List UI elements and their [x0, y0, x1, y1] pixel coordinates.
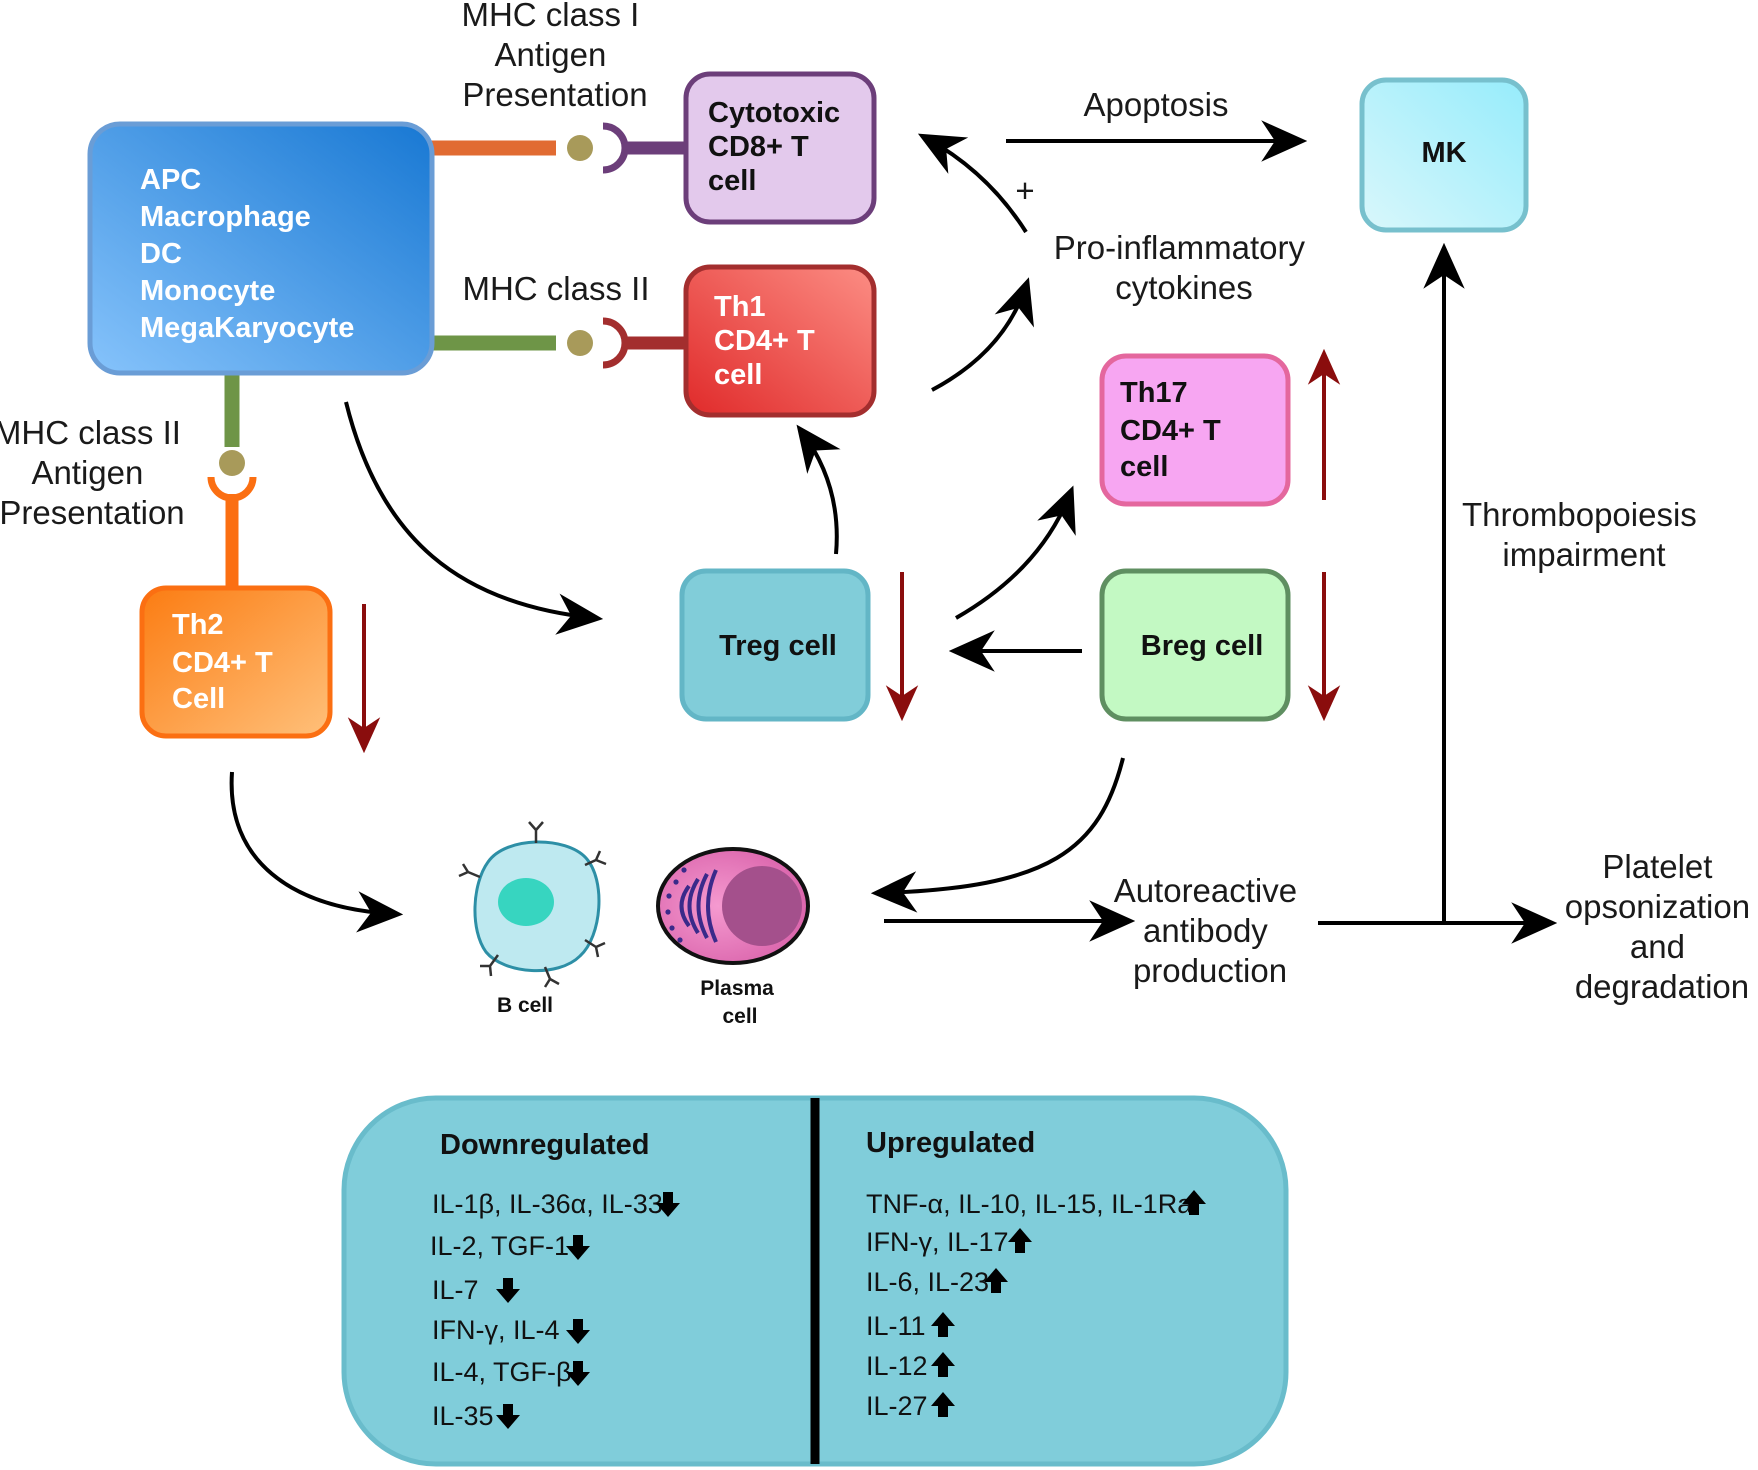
mhc2-left-connector [207, 373, 257, 588]
th1-label: Th1 CD4+ T cell [714, 291, 823, 391]
down-arrow-icon [656, 1192, 680, 1217]
upregulated-title: Upregulated [866, 1127, 1035, 1159]
th1-box [683, 264, 877, 418]
down-arrow-icon [496, 1278, 520, 1303]
up-arrow-icon [931, 1352, 955, 1377]
down-arrow-icon [566, 1319, 590, 1344]
th17-box [1099, 353, 1291, 507]
up-arrow-icon [1182, 1190, 1206, 1215]
down-item: IL-1β, IL-36α, IL-33 [432, 1189, 663, 1219]
th2-label: Th2 CD4+ T Cell [172, 609, 281, 715]
down-item: IL-2, TGF-1 [430, 1231, 569, 1261]
up-item: IL-6, IL-23 [866, 1267, 989, 1297]
breg-box [1099, 568, 1291, 722]
down-item: IL-4, TGF-β [432, 1357, 572, 1387]
th17-label: Th17 CD4+ T cell [1120, 377, 1229, 483]
apoptosis-label: Apoptosis [1084, 86, 1229, 123]
plasma-cell-label: Plasma cell [700, 977, 779, 1028]
mhc1-connector [428, 122, 688, 174]
downregulated-list: IL-1β, IL-36α, IL-33 IL-2, TGF-1 IL-7 IF… [430, 1189, 680, 1431]
down-arrow-icon [566, 1361, 590, 1386]
cytotoxic-cd8-label: Cytotoxic CD8+ T cell [708, 97, 848, 197]
down-item: IFN-γ, IL-4 [432, 1315, 560, 1345]
up-item: IL-27 [866, 1391, 928, 1421]
up-item: IL-12 [866, 1351, 928, 1381]
apc-label: APC Macrophage DC Monocyte MegaKaryocyte [140, 164, 354, 344]
up-arrow-icon [931, 1392, 955, 1417]
arrow-breg-to-plasma [870, 757, 1125, 913]
b-cell-label: B cell [497, 994, 553, 1017]
arrow-treg-to-th17 [955, 485, 1076, 620]
treg-box [679, 568, 871, 722]
down-arrow-icon [496, 1404, 520, 1429]
plasma-cell-icon [656, 847, 810, 965]
arrow-th2-to-bcell [229, 771, 404, 933]
arrow-cytokines-to-cytotoxic [917, 133, 1028, 234]
thrombopoiesis-impairment-label: Thrombopoiesis impairment [1462, 496, 1706, 573]
up-arrow-icon [984, 1268, 1008, 1293]
down-item: IL-35 [432, 1401, 494, 1431]
arrow-apc-to-treg [344, 401, 604, 635]
cytotoxic-cd8-box [683, 71, 877, 225]
mk-box [1359, 77, 1529, 233]
up-arrow-icon [931, 1312, 955, 1337]
mhc2-antigen-presentation-label: MHC class II Antigen Presentation [0, 414, 190, 531]
upregulated-list: TNF-α, IL-10, IL-15, IL-1Ra IFN-γ, IL-17… [866, 1189, 1206, 1421]
th2-box [139, 585, 333, 739]
downregulated-title: Downregulated [440, 1129, 649, 1161]
arrow-th1-to-cytokines [931, 277, 1034, 392]
up-item: IL-11 [866, 1311, 926, 1341]
mk-label: MK [1421, 137, 1466, 169]
mhc2-top-connector [428, 317, 688, 369]
mhc1-antigen-presentation-label: MHC class I Antigen Presentation [461, 0, 648, 113]
down-arrow-icon [566, 1235, 590, 1260]
up-arrow-icon [1008, 1228, 1032, 1253]
apc-box [87, 121, 435, 376]
proinflammatory-cytokines-label: Pro-inflammatory cytokines [1054, 229, 1314, 306]
treg-label: Treg cell [719, 630, 837, 662]
down-item: IL-7 [432, 1275, 479, 1305]
up-item: TNF-α, IL-10, IL-15, IL-1Ra [866, 1189, 1193, 1219]
plus-label: + [1015, 172, 1034, 209]
platelet-opsonization-degradation-label: Platelet opsonization and degradation [1565, 848, 1758, 1005]
b-cell-icon [458, 821, 607, 988]
mhc2-top-label: MHC class II [462, 270, 649, 307]
up-item: IFN-γ, IL-17 [866, 1227, 1009, 1257]
breg-label: Breg cell [1141, 630, 1264, 662]
arrow-treg-to-th1 [796, 424, 841, 555]
autoreactive-antibody-production-label: Autoreactive antibody production [1114, 872, 1307, 989]
